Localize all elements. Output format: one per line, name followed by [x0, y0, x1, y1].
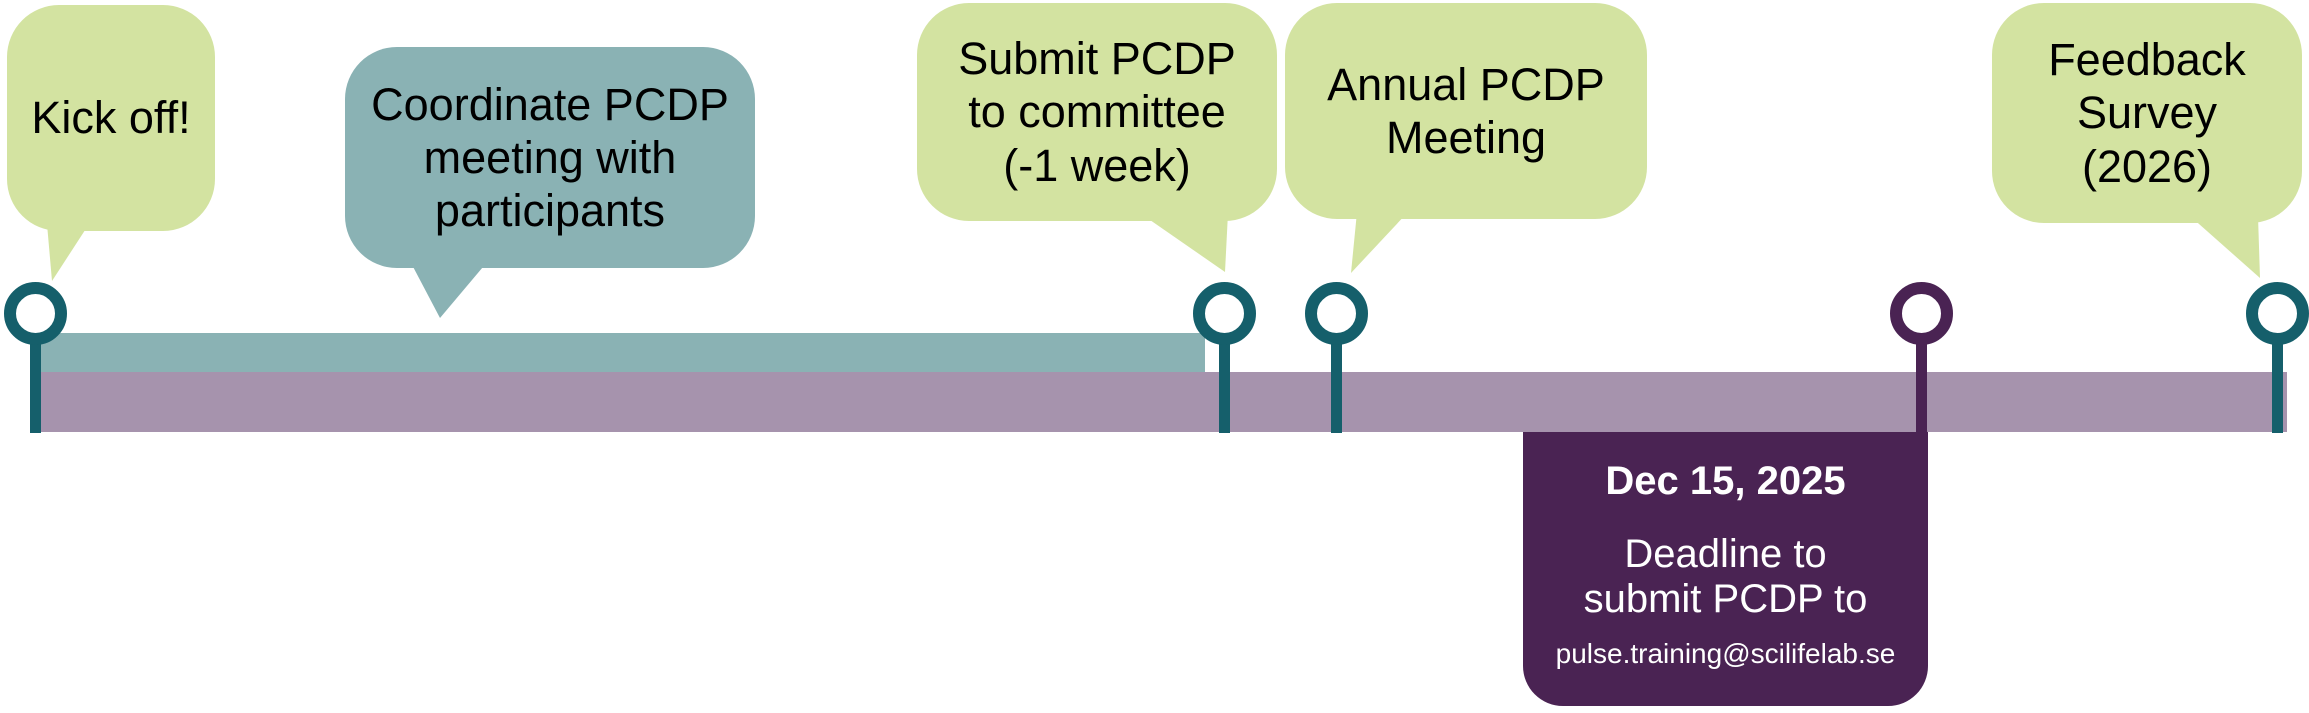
pin-stem-submit	[1219, 320, 1230, 433]
speech-bubble-coordinate-meeting: Coordinate PCDP meeting with participant…	[345, 47, 755, 268]
pin-stem-deadline	[1916, 320, 1927, 433]
timeline-bar-coordinate-phase	[30, 333, 1205, 372]
speech-bubble-feedback-survey: Feedback Survey (2026)	[1992, 3, 2302, 223]
milestone-pin-feedback-icon	[2246, 282, 2309, 345]
milestone-pin-deadline-icon	[1890, 282, 1953, 345]
pin-stem-feedback	[2272, 320, 2283, 433]
deadline-card: Dec 15, 2025 Deadline to submit PCDP to …	[1523, 432, 1928, 706]
speech-bubble-kickoff: Kick off!	[7, 5, 215, 231]
milestone-pin-submit-icon	[1193, 282, 1256, 345]
milestone-pin-annual-icon	[1305, 282, 1368, 345]
speech-tail-kickoff	[47, 224, 89, 281]
milestone-pin-kickoff-icon	[4, 282, 67, 345]
speech-tail-coordinate	[410, 261, 488, 318]
speech-tail-feedback	[2190, 216, 2260, 278]
speech-bubble-annual-meeting: Annual PCDP Meeting	[1285, 3, 1647, 219]
timeline-bar-main	[30, 372, 2287, 432]
speech-tail-submit	[1140, 213, 1228, 272]
deadline-date: Dec 15, 2025	[1605, 459, 1846, 503]
speech-tail-annual	[1351, 212, 1408, 273]
deadline-email: pulse.training@scilifelab.se	[1555, 638, 1896, 670]
speech-bubble-submit-pcdp: Submit PCDP to committee (-1 week)	[917, 3, 1277, 221]
pin-stem-kickoff	[30, 320, 41, 433]
pin-stem-annual	[1331, 320, 1342, 433]
deadline-description: Deadline to submit PCDP to	[1583, 532, 1868, 622]
